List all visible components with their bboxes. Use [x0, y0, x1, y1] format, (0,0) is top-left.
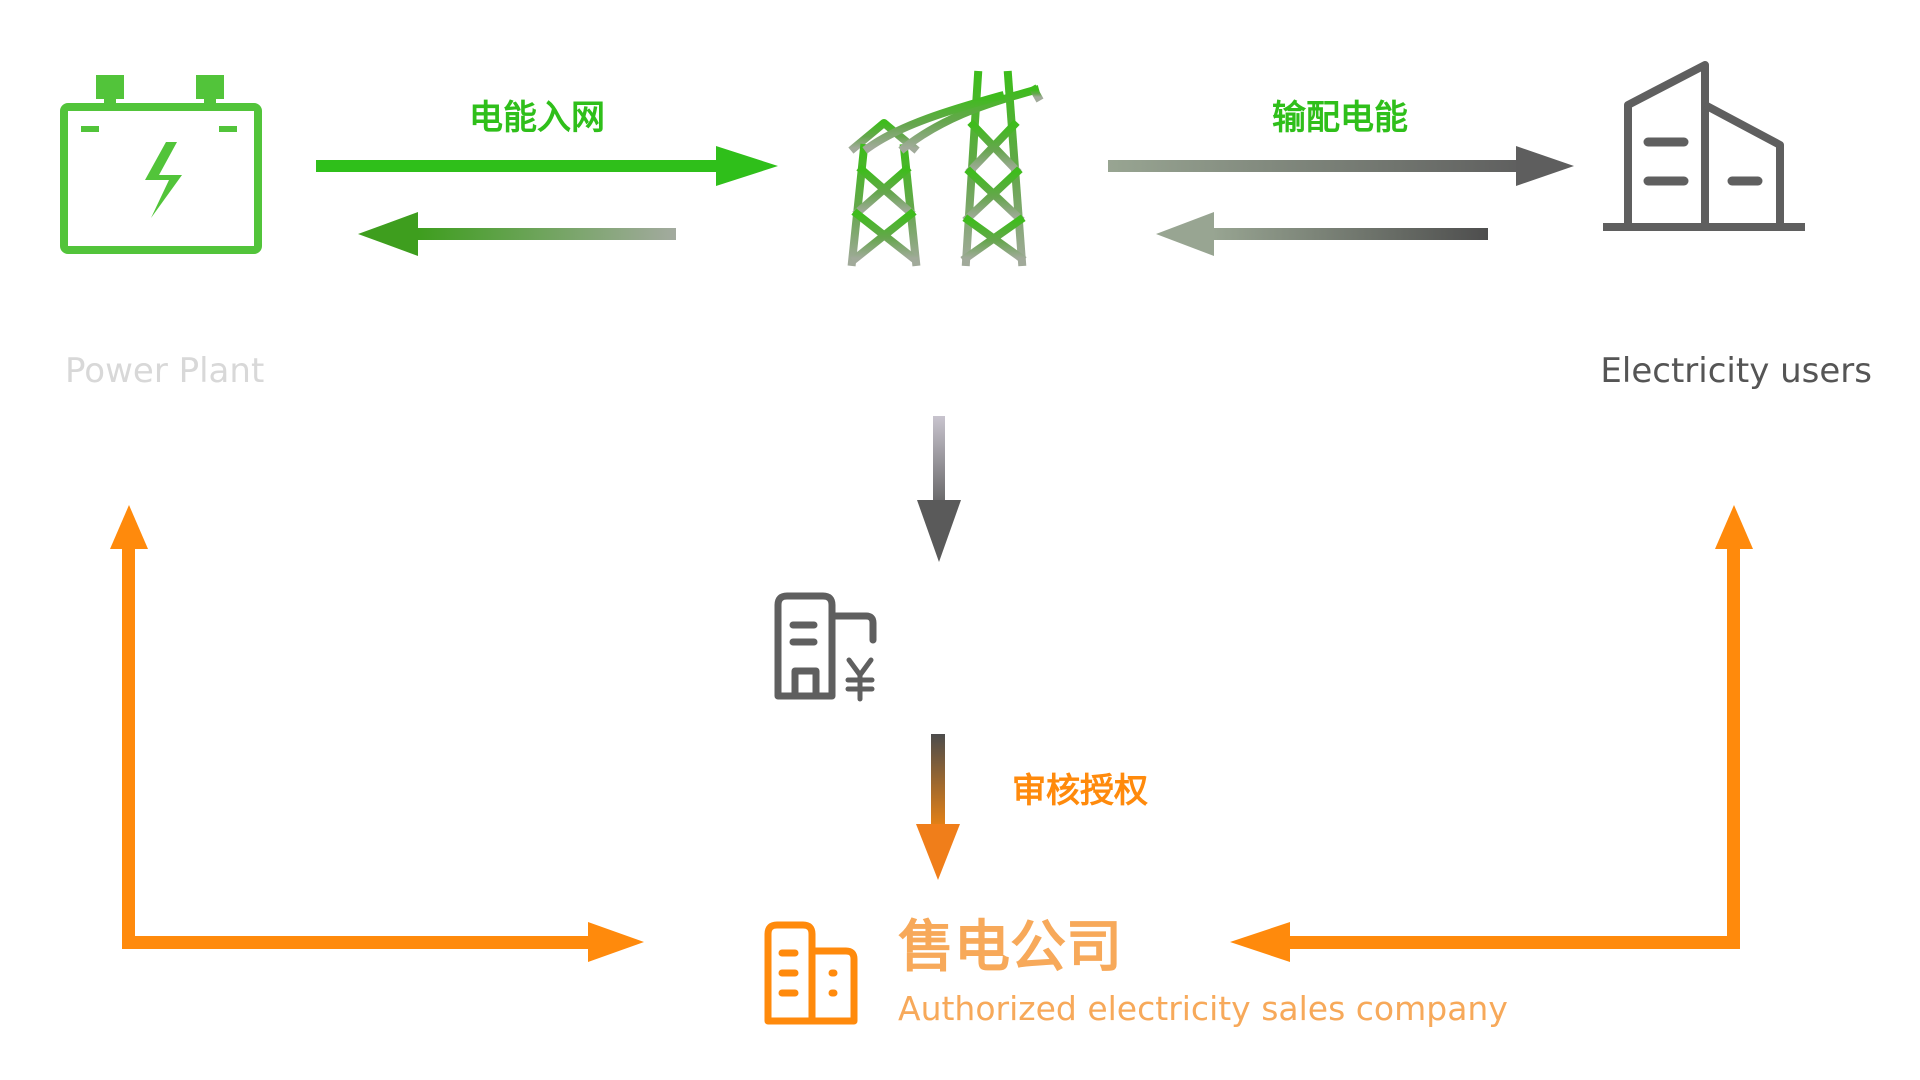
- power-plant-label: Power Plant: [65, 351, 264, 391]
- building-icon: [1603, 61, 1805, 231]
- office-building-icon: [764, 921, 858, 1025]
- arrow-grid-to-regulator: [917, 416, 961, 562]
- arrow-grid-to-plant: [358, 212, 676, 256]
- sales-company-subtitle: Authorized electricity sales company: [898, 989, 1508, 1028]
- arrow-company-to-plant: [110, 505, 644, 962]
- arrow-plant-to-grid: [316, 146, 778, 186]
- arrow-company-to-users: [1230, 505, 1753, 962]
- battery-icon: [60, 75, 262, 254]
- edge-label-regulator-to-company: 审核授权: [1012, 771, 1148, 811]
- edge-label-grid-to-users: 输配电能: [1272, 98, 1408, 138]
- electricity-users-label: Electricity users: [1600, 351, 1872, 391]
- building-yuan-icon: [774, 592, 877, 702]
- arrow-grid-to-users: [1108, 146, 1574, 186]
- arrow-regulator-to-company: [916, 734, 960, 880]
- transmission-tower-icon: [832, 70, 1044, 267]
- arrow-users-to-grid: [1156, 212, 1488, 256]
- sales-company-title: 售电公司: [898, 915, 1122, 980]
- edge-label-plant-to-grid: 电能入网: [469, 98, 605, 138]
